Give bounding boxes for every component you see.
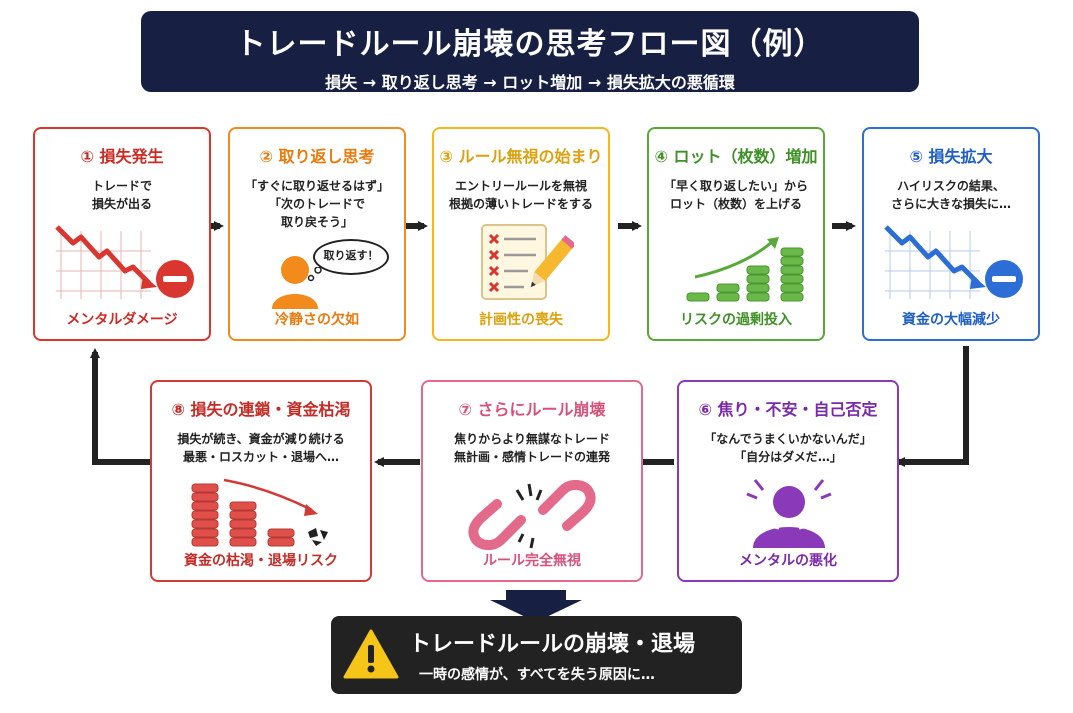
step-title: ② 取り返し思考: [259, 147, 375, 166]
step-footer: 資金の枯渇・退場リスク: [184, 553, 338, 569]
arrow-8-to-1: [90, 348, 150, 465]
desc-line: ハイリスクの結果、: [897, 179, 1005, 193]
desc-line: トレードで: [91, 179, 152, 193]
step-footer: メンタルダメージ: [66, 312, 178, 328]
desc-line: 取り戻そう」: [280, 215, 353, 229]
warning-icon: [343, 629, 399, 679]
desc-line: ロット（枚数）を上げる: [669, 197, 802, 211]
shrinking-coins-icon: [191, 478, 328, 547]
conclusion-title: トレードルールの崩壊・退場: [409, 632, 696, 657]
thought-dots-icon: [307, 267, 322, 282]
step-card-6: ⑥ 焦り・不安・自己否定 「なんでうまくいかないんだ」 「自分はダメだ…」 メン…: [677, 380, 899, 582]
step-title: ⑥ 焦り・不安・自己否定: [698, 400, 878, 419]
header-banner: トレードルール崩壊の思考フロー図（例） 損失 → 取り返し思考 → ロット増加 …: [141, 11, 919, 92]
step-card-3: ③ ルール無視の始まり エントリールールを無視 根拠の薄いトレードをする 計画性…: [432, 127, 610, 341]
step-card-2: ② 取り返し思考 「すぐに取り返せるはず」 「次のトレードで 取り戻そう」 取り…: [228, 127, 406, 341]
step-description: 「なんでうまくいかないんだ」 「自分はダメだ…」: [679, 430, 897, 466]
desc-line: 「早く取り返したい」から: [663, 179, 808, 193]
arrow-5-to-6: [895, 346, 969, 467]
step-footer: 冷静さの欠如: [275, 312, 359, 328]
step-description: 「すぐに取り返せるはず」 「次のトレードで 取り戻そう」: [230, 177, 404, 231]
desc-line: 「なんでうまくいかないんだ」: [704, 432, 872, 446]
desc-line: エントリールールを無視: [454, 179, 587, 193]
step-footer: リスクの過剰投入: [680, 312, 792, 328]
step-title: ① 損失発生: [80, 147, 164, 166]
step-card-8: ⑧ 損失の連鎖・資金枯渇 損失が続き、資金が減り続ける 最悪・ロスカット・退場へ…: [150, 380, 372, 582]
desc-line: 損失が続き、資金が減り続ける: [177, 432, 345, 446]
step-description: 損失が続き、資金が減り続ける 最悪・ロスカット・退場へ…: [152, 430, 370, 466]
broken-chain-icon: [468, 480, 596, 550]
page-title: トレードルール崩壊の思考フロー図（例）: [235, 27, 825, 62]
step-description: 「早く取り返したい」から ロット（枚数）を上げる: [649, 177, 823, 213]
conclusion-subtitle: 一時の感情が、すべてを失う原因に…: [419, 667, 655, 683]
step-description: 焦りからより無謀なトレード 無計画・感情トレードの連発: [423, 430, 641, 466]
step-description: トレードで 損失が出る: [35, 177, 209, 213]
checklist-pencil-icon: [481, 224, 574, 300]
step-card-4: ④ ロット（枚数）増加 「早く取り返したい」から ロット（枚数）を上げる リスク…: [647, 127, 825, 341]
falling-chart-minus-icon: [55, 225, 194, 299]
growing-coins-icon: [686, 237, 804, 302]
desc-line: 根拠の薄いトレードをする: [448, 197, 593, 211]
step-title: ③ ルール無視の始まり: [439, 147, 603, 166]
step-footer: メンタルの悪化: [739, 553, 837, 569]
step-card-7: ⑦ さらにルール崩壊 焦りからより無謀なトレード 無計画・感情トレードの連発 ル…: [421, 380, 643, 582]
step-title: ⑧ 損失の連鎖・資金枯渇: [171, 400, 351, 419]
desc-line: 最悪・ロスカット・退場へ…: [182, 450, 339, 464]
step-footer: ルール完全無視: [483, 553, 581, 569]
step-title: ④ ロット（枚数）増加: [654, 147, 818, 166]
desc-line: 「自分はダメだ…」: [734, 450, 842, 464]
desc-line: 「次のトレードで: [268, 197, 365, 211]
step-card-5: ⑤ 損失拡大 ハイリスクの結果、 さらに大きな損失に… 資金の大幅減少: [862, 127, 1040, 341]
page-subtitle: 損失 → 取り返し思考 → ロット増加 → 損失拡大の悪循環: [325, 73, 735, 92]
desc-line: 焦りからより無謀なトレード: [454, 432, 610, 446]
step-footer: 資金の大幅減少: [902, 312, 1000, 328]
conclusion-box: トレードルールの崩壊・退場 一時の感情が、すべてを失う原因に…: [331, 616, 742, 694]
step-description: エントリールールを無視 根拠の薄いトレードをする: [434, 177, 608, 213]
desc-line: 無計画・感情トレードの連発: [453, 450, 610, 464]
step-title: ⑦ さらにルール崩壊: [458, 400, 606, 419]
step-footer: 計画性の喪失: [479, 312, 563, 328]
desc-line: さらに大きな損失に…: [890, 197, 1011, 211]
step-title: ⑤ 損失拡大: [909, 147, 993, 166]
step-card-1: ① 損失発生 トレードで 損失が出る メンタルダメージ: [33, 127, 211, 341]
person-thinking-icon: [272, 256, 318, 309]
desc-line: 損失が出る: [91, 197, 152, 211]
distressed-person-icon: [746, 479, 832, 548]
step-description: ハイリスクの結果、 さらに大きな損失に…: [864, 177, 1038, 213]
desc-line: 「すぐに取り返せるはず」: [244, 179, 389, 193]
thought-bubble: 取り返す！: [313, 239, 389, 275]
falling-chart-minus-icon: [884, 225, 1023, 299]
